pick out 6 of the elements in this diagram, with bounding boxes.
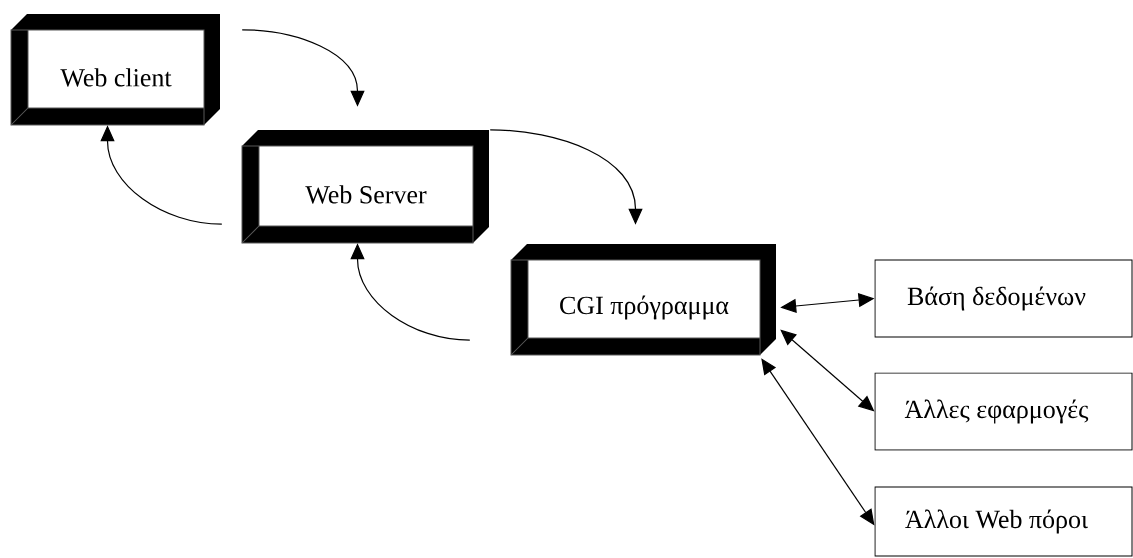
process-box: Άλλες εφαρμογές: [874, 372, 1133, 451]
process-box: Βάση δεδομένων: [874, 259, 1133, 338]
frame-box: Web Server: [241, 130, 489, 244]
frame-box: Web client: [10, 14, 220, 126]
frame-box: CGI πρόγραμμα: [510, 244, 776, 356]
process-box: Άλλοι Web πόροι: [874, 486, 1133, 557]
